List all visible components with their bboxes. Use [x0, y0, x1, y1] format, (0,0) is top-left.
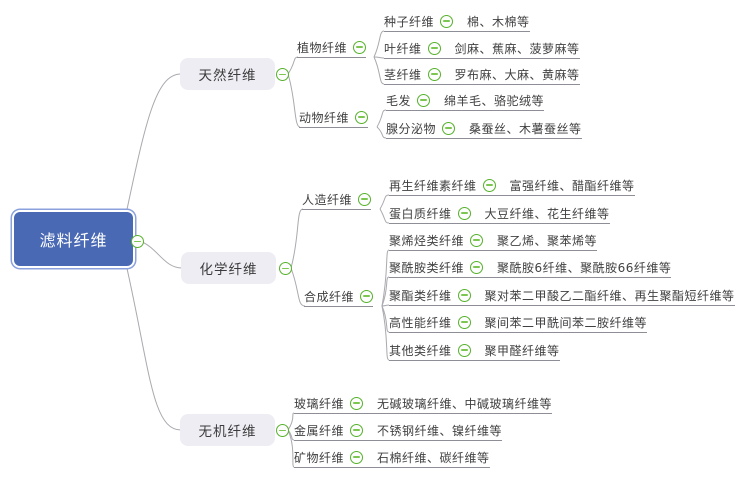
node-label: 蛋白质纤维	[389, 206, 452, 221]
collapse-icon[interactable]	[276, 68, 289, 81]
collapse-icon[interactable]	[360, 289, 374, 303]
row-gland-secretion[interactable]: 腺分泌物 桑蚕丝、木薯蚕丝等	[386, 118, 582, 139]
node-content[interactable]: 聚乙烯、聚苯烯等	[497, 233, 598, 248]
node-label: 玻璃纤维	[294, 396, 345, 411]
collapse-icon[interactable]	[350, 450, 364, 464]
node-animal-fiber[interactable]: 动物纤维	[299, 107, 369, 128]
node-manmade-fiber[interactable]: 人造纤维	[302, 189, 372, 210]
node-content[interactable]: 绵羊毛、骆驼绒等	[444, 93, 545, 108]
collapse-icon[interactable]	[457, 315, 471, 329]
row-polyester[interactable]: 聚酯类纤维 聚对苯二甲酸乙二酯纤维、再生聚酯短纤维等	[389, 285, 735, 306]
root-node[interactable]: 滤料纤维	[14, 212, 133, 266]
collapse-icon[interactable]	[353, 40, 367, 54]
node-label: 种子纤维	[384, 14, 435, 29]
node-label: 再生纤维素纤维	[389, 178, 477, 193]
branch-label: 无机纤维	[198, 424, 257, 440]
collapse-icon[interactable]	[442, 121, 456, 135]
collapse-icon[interactable]	[457, 343, 471, 357]
row-protein-fiber[interactable]: 蛋白质纤维 大豆纤维、花生纤维等	[389, 203, 610, 224]
row-seed-fiber[interactable]: 种子纤维 棉、木棉等	[384, 11, 530, 32]
node-label: 合成纤维	[304, 289, 355, 304]
collapse-icon[interactable]	[355, 110, 369, 124]
row-stem-fiber[interactable]: 茎纤维 罗布麻、大麻、黄麻等	[384, 64, 580, 85]
collapse-icon[interactable]	[470, 260, 484, 274]
node-content[interactable]: 剑麻、蕉麻、菠萝麻等	[454, 41, 580, 56]
branch-chemical-fiber[interactable]: 化学纤维	[181, 252, 276, 284]
node-content[interactable]: 大豆纤维、花生纤维等	[484, 206, 610, 221]
node-content[interactable]: 聚对苯二甲酸乙二酯纤维、再生聚酯短纤维等	[484, 288, 735, 303]
node-label: 叶纤维	[384, 41, 422, 56]
collapse-icon[interactable]	[457, 288, 471, 302]
collapse-icon[interactable]	[131, 235, 144, 248]
row-polyamide[interactable]: 聚酰胺类纤维 聚酰胺6纤维、聚酰胺66纤维等	[389, 257, 672, 278]
node-content[interactable]: 无碱玻璃纤维、中碱玻璃纤维等	[377, 396, 553, 411]
node-plant-fiber[interactable]: 植物纤维	[297, 37, 367, 58]
row-hair[interactable]: 毛发 绵羊毛、骆驼绒等	[386, 90, 545, 111]
node-label: 植物纤维	[297, 40, 348, 55]
collapse-icon[interactable]	[358, 192, 372, 206]
root-node-label: 滤料纤维	[39, 231, 108, 250]
branch-inorganic-fiber[interactable]: 无机纤维	[180, 414, 275, 446]
collapse-icon[interactable]	[279, 262, 292, 275]
collapse-icon[interactable]	[427, 41, 441, 55]
branch-label: 化学纤维	[199, 262, 258, 278]
node-content[interactable]: 聚间苯二甲酰间苯二胺纤维等	[484, 315, 648, 330]
node-label: 腺分泌物	[386, 121, 437, 136]
node-content[interactable]: 石棉纤维、碳纤维等	[377, 450, 490, 465]
branch-natural-fiber[interactable]: 天然纤维	[180, 58, 275, 90]
node-label: 聚烯烃类纤维	[389, 233, 465, 248]
row-regenerated-cellulose[interactable]: 再生纤维素纤维 富强纤维、醋酯纤维等	[389, 175, 635, 196]
node-label: 金属纤维	[294, 423, 345, 438]
collapse-icon[interactable]	[276, 424, 289, 437]
node-label: 聚酯类纤维	[389, 288, 452, 303]
node-label: 聚酰胺类纤维	[389, 260, 465, 275]
node-content[interactable]: 聚酰胺6纤维、聚酰胺66纤维等	[497, 260, 672, 275]
node-label: 茎纤维	[384, 67, 422, 82]
node-synthetic-fiber[interactable]: 合成纤维	[304, 286, 374, 307]
collapse-icon[interactable]	[350, 423, 364, 437]
row-leaf-fiber[interactable]: 叶纤维 剑麻、蕉麻、菠萝麻等	[384, 38, 580, 59]
node-content[interactable]: 桑蚕丝、木薯蚕丝等	[469, 121, 582, 136]
row-mineral-fiber[interactable]: 矿物纤维 石棉纤维、碳纤维等	[294, 447, 490, 468]
node-content[interactable]: 不锈钢纤维、镍纤维等	[377, 423, 503, 438]
collapse-icon[interactable]	[457, 206, 471, 220]
node-label: 其他类纤维	[389, 343, 452, 358]
node-content[interactable]: 棉、木棉等	[467, 14, 530, 29]
branch-label: 天然纤维	[198, 68, 257, 84]
collapse-icon[interactable]	[350, 396, 364, 410]
collapse-icon[interactable]	[470, 233, 484, 247]
collapse-icon[interactable]	[440, 14, 454, 28]
node-content[interactable]: 聚甲醛纤维等	[484, 343, 560, 358]
collapse-icon[interactable]	[482, 178, 496, 192]
row-polyolefin[interactable]: 聚烯烃类纤维 聚乙烯、聚苯烯等	[389, 230, 598, 251]
node-content[interactable]: 富强纤维、醋酯纤维等	[509, 178, 635, 193]
collapse-icon[interactable]	[417, 93, 431, 107]
node-label: 人造纤维	[302, 192, 353, 207]
node-label: 动物纤维	[299, 110, 350, 125]
row-high-performance[interactable]: 高性能纤维 聚间苯二甲酰间苯二胺纤维等	[389, 312, 648, 333]
collapse-icon[interactable]	[427, 67, 441, 81]
row-metal-fiber[interactable]: 金属纤维 不锈钢纤维、镍纤维等	[294, 420, 503, 441]
node-content[interactable]: 罗布麻、大麻、黄麻等	[454, 67, 580, 82]
node-label: 高性能纤维	[389, 315, 452, 330]
node-label: 毛发	[386, 93, 412, 108]
row-other-fiber[interactable]: 其他类纤维 聚甲醛纤维等	[389, 340, 560, 361]
node-label: 矿物纤维	[294, 450, 345, 465]
row-glass-fiber[interactable]: 玻璃纤维 无碱玻璃纤维、中碱玻璃纤维等	[294, 393, 553, 414]
